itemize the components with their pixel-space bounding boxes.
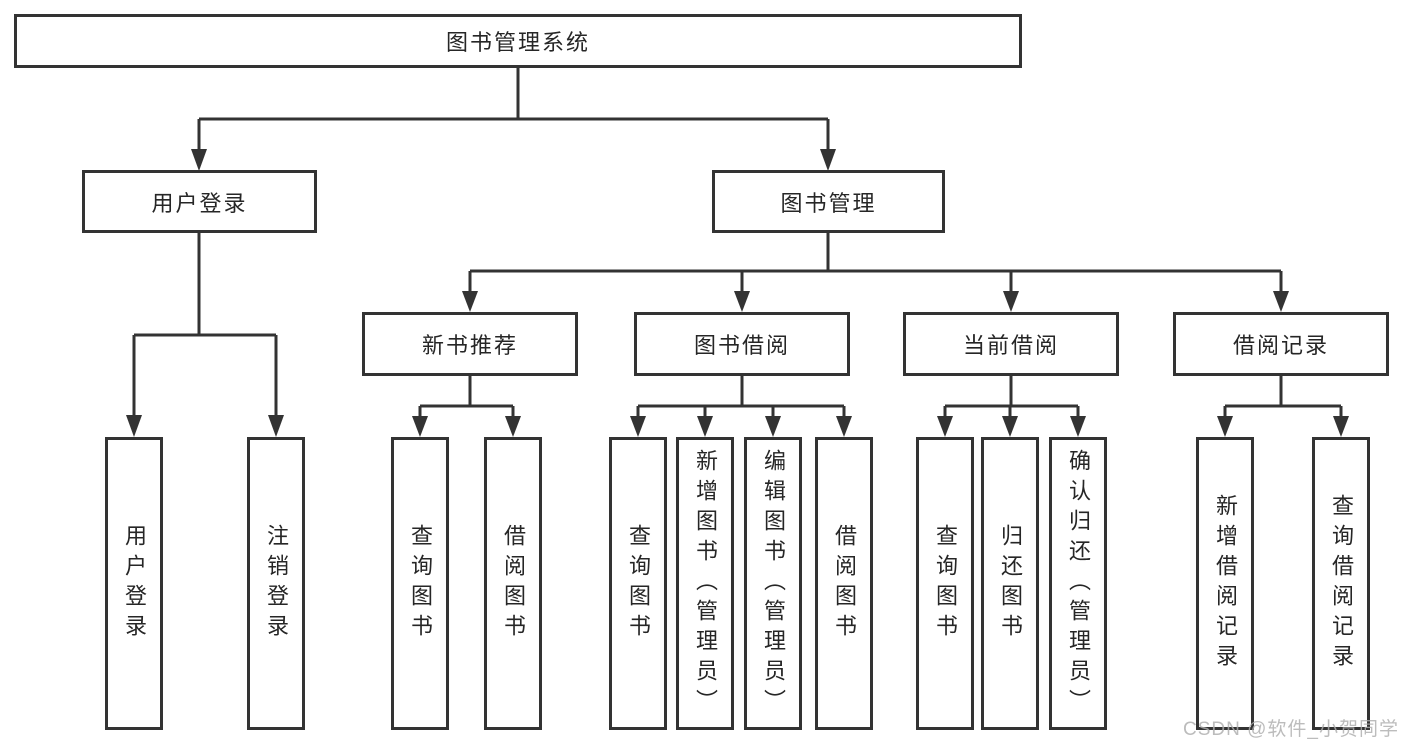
node-new-book-recommend: 新书推荐 [362, 312, 578, 376]
leaf-query-books-borrow: 查询图书 [609, 437, 667, 730]
leaf-edit-book-admin: 编辑图书（管理员） [744, 437, 802, 730]
leaf-return-book: 归还图书 [981, 437, 1039, 730]
connector-root-to-level2 [191, 68, 836, 171]
connector-borrow-records-children [1217, 376, 1349, 437]
node-user-login: 用户登录 [82, 170, 317, 233]
node-root: 图书管理系统 [14, 14, 1022, 68]
leaf-user-login: 用户登录 [105, 437, 163, 730]
leaf-add-borrow-record: 新增借阅记录 [1196, 437, 1254, 730]
leaf-query-borrow-record: 查询借阅记录 [1312, 437, 1370, 730]
node-current-borrow: 当前借阅 [903, 312, 1119, 376]
leaf-logout-login: 注销登录 [247, 437, 305, 730]
node-book-borrow: 图书借阅 [634, 312, 850, 376]
connector-book-management-children [462, 233, 1289, 312]
node-book-management: 图书管理 [712, 170, 945, 233]
connector-user-login-children [126, 233, 284, 437]
leaf-add-book-admin: 新增图书（管理员） [676, 437, 734, 730]
leaf-confirm-return-admin: 确认归还（管理员） [1049, 437, 1107, 730]
leaf-query-books-recommend: 查询图书 [391, 437, 449, 730]
connector-book-borrow-children [630, 376, 852, 437]
connector-current-borrow-children [937, 376, 1086, 437]
leaf-borrow-books: 借阅图书 [815, 437, 873, 730]
csdn-watermark: CSDN @软件_小贺同学 [1183, 719, 1399, 740]
node-borrow-records: 借阅记录 [1173, 312, 1389, 376]
leaf-borrow-books-recommend: 借阅图书 [484, 437, 542, 730]
connector-new-book-recommend-children [412, 376, 521, 437]
leaf-query-books-current: 查询图书 [916, 437, 974, 730]
